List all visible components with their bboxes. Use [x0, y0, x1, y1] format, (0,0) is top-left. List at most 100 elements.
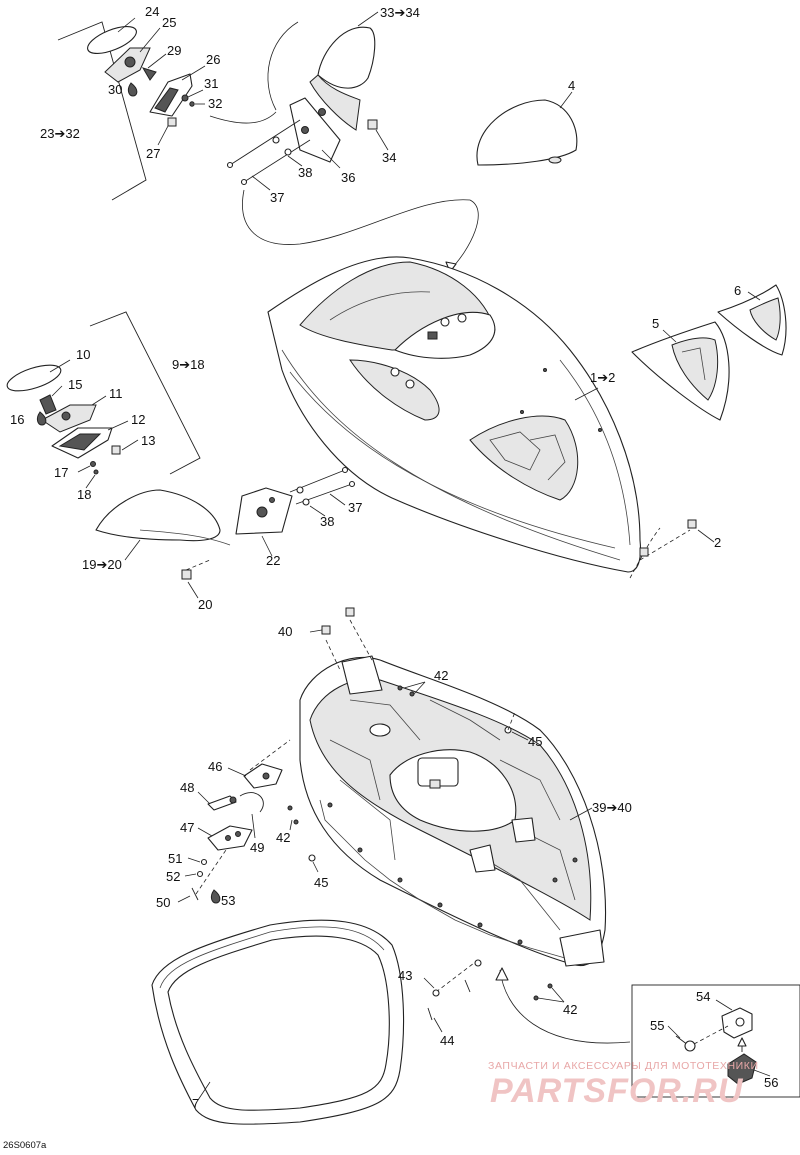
callout-17: 17 — [54, 465, 68, 480]
callout-12: 12 — [131, 412, 145, 427]
nut-2 — [687, 519, 697, 529]
washer-18 — [93, 469, 99, 475]
detail-inset — [495, 967, 800, 1098]
mirror-assembly-left-top — [57, 17, 277, 201]
latch-assembly — [177, 739, 291, 904]
screw-17 — [90, 461, 96, 467]
callout-42b: 42 — [276, 830, 290, 845]
handlebar-opening — [469, 415, 579, 501]
screw-31 — [181, 94, 189, 102]
clip-56 — [727, 1053, 757, 1085]
watermark-caption: ЗАПЧАСТИ И АКСЕССУАРЫ ДЛЯ МОТОТЕХНИКИ — [488, 1060, 759, 1072]
front-nose-fairing-1 — [267, 256, 715, 579]
callout-labels: 24 25 29 26 30 31 32 23➔32 27 33➔34 4 34… — [10, 4, 778, 1111]
callout-40: 40 — [278, 624, 292, 639]
callout-6: 6 — [734, 283, 741, 298]
callout-5: 5 — [652, 316, 659, 331]
callout-22: 22 — [266, 553, 280, 568]
latch-lever-48 — [207, 795, 237, 811]
callout-43: 43 — [398, 968, 412, 983]
callout-37b: 37 — [348, 500, 362, 515]
pivot-29 — [124, 56, 136, 68]
callout-1-2: 1➔2 — [590, 370, 615, 385]
cover-cap-4 — [476, 91, 578, 166]
washer-43 — [432, 989, 440, 997]
callout-24: 24 — [145, 4, 159, 19]
washer-52 — [196, 870, 204, 878]
callout-33-34: 33➔34 — [380, 5, 420, 20]
callout-55: 55 — [650, 1018, 664, 1033]
mirror-glass-24 — [87, 26, 137, 54]
inset-frame — [631, 984, 800, 1098]
mirror-glass-10 — [6, 364, 62, 392]
callout-7: 7 — [192, 1096, 199, 1111]
callout-26: 26 — [206, 52, 220, 67]
mirror-assembly-left-mid — [6, 311, 201, 489]
side-trim-6 — [717, 284, 787, 356]
deck-frame-39 — [299, 655, 607, 967]
callout-19-20: 19➔20 — [82, 557, 122, 572]
callout-44: 44 — [440, 1033, 454, 1048]
callout-45b: 45 — [314, 875, 328, 890]
watermark-logo: PARTSFOR.RU — [490, 1072, 744, 1110]
group-bracket-9-18 — [89, 311, 201, 475]
callout-10: 10 — [76, 347, 90, 362]
glue-drop-53 — [210, 889, 221, 904]
frame-fasteners — [287, 607, 565, 1033]
callout-34: 34 — [382, 150, 396, 165]
callout-20: 20 — [198, 597, 212, 612]
callout-54: 54 — [696, 989, 710, 1004]
callout-39-40: 39➔40 — [592, 800, 632, 815]
callout-56: 56 — [764, 1075, 778, 1090]
screw-50 — [191, 887, 199, 901]
washer-38b — [296, 486, 304, 494]
callout-18: 18 — [77, 487, 91, 502]
callout-29: 29 — [167, 43, 181, 58]
callout-23-32: 23➔32 — [40, 126, 80, 141]
callout-13: 13 — [141, 433, 155, 448]
callout-42a: 42 — [434, 668, 448, 683]
group-bracket-23-32 — [57, 21, 147, 201]
callout-4: 4 — [568, 78, 575, 93]
callout-32: 32 — [208, 96, 222, 111]
callout-45a: 45 — [528, 734, 542, 749]
glue-drop-16-icon — [36, 411, 47, 426]
callout-37a: 37 — [270, 190, 284, 205]
knob-29 — [141, 67, 157, 81]
callout-38a: 38 — [298, 165, 312, 180]
callout-49: 49 — [250, 840, 264, 855]
callout-31: 31 — [204, 76, 218, 91]
callout-53: 53 — [221, 893, 235, 908]
mirror-base-33 — [309, 74, 361, 131]
callout-9-18: 9➔18 — [172, 357, 205, 372]
knob-15 — [39, 394, 57, 415]
callout-51: 51 — [168, 851, 182, 866]
side-vent-5 — [631, 321, 730, 421]
mirror-housing-19 — [95, 489, 221, 542]
hatch-seal-7 — [151, 919, 405, 1125]
callout-25: 25 — [162, 15, 176, 30]
mirror-assembly-right-top — [226, 11, 479, 273]
bracket-36 — [289, 97, 341, 163]
callout-16: 16 — [10, 412, 24, 427]
callout-2: 2 — [714, 535, 721, 550]
callout-48: 48 — [180, 780, 194, 795]
callout-47: 47 — [180, 820, 194, 835]
washer-38 — [272, 136, 280, 144]
spring-49 — [239, 792, 264, 813]
drawing-code-label: 26S0607a — [3, 1140, 47, 1151]
nut-20 — [181, 569, 192, 580]
glue-drop-30-icon — [127, 82, 138, 97]
mirror-housing-33 — [317, 26, 376, 89]
washer-32 — [189, 101, 195, 107]
callout-15: 15 — [68, 377, 82, 392]
nut-34 — [367, 119, 378, 130]
clip-40 — [321, 625, 331, 635]
nut-27 — [167, 117, 177, 127]
callout-46: 46 — [208, 759, 222, 774]
callout-52: 52 — [166, 869, 180, 884]
nut-13 — [111, 445, 121, 455]
callout-11: 11 — [109, 386, 123, 401]
washer-51 — [200, 858, 208, 866]
